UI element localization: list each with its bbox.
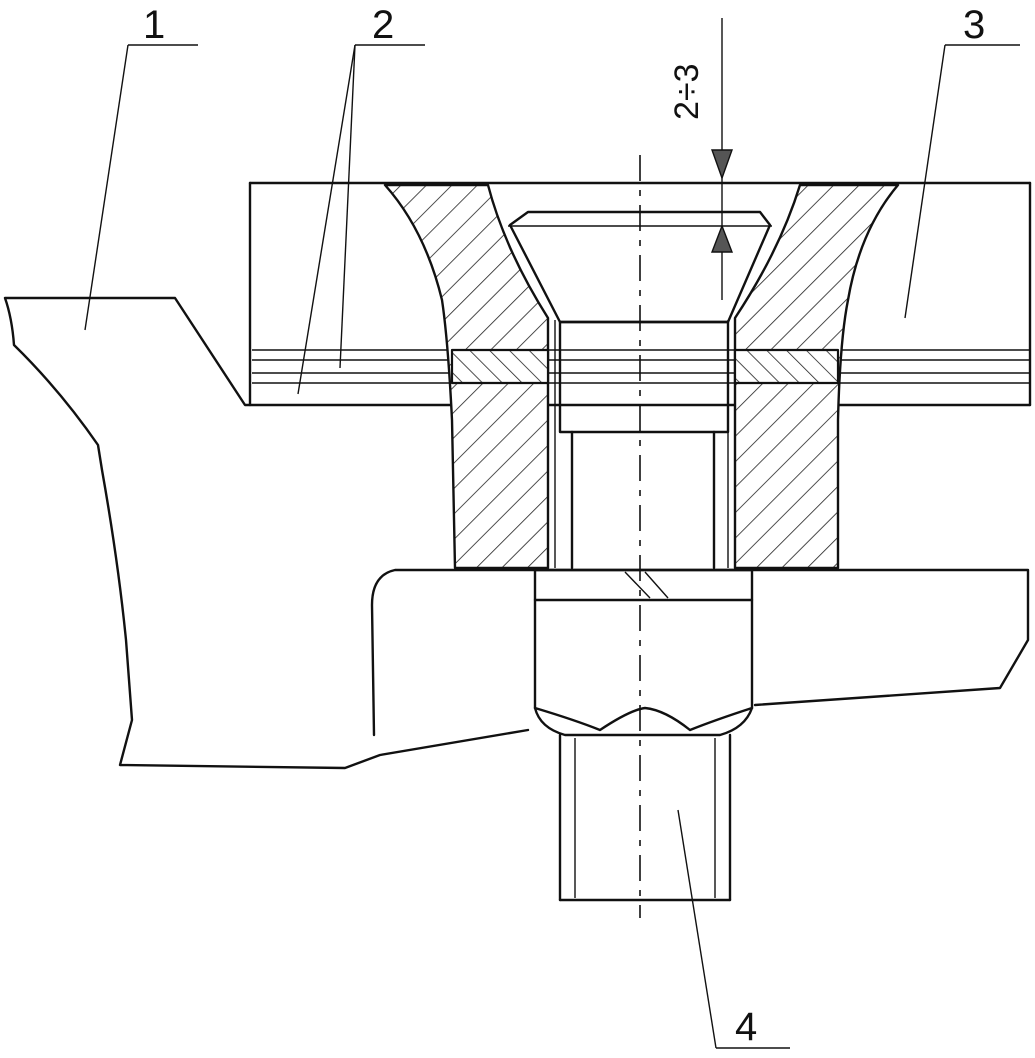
callout-2-label: 2 bbox=[372, 3, 394, 47]
washer-seam-left bbox=[450, 348, 550, 385]
callout-1: 1 bbox=[84, 3, 198, 331]
washer-seam-right bbox=[733, 348, 840, 385]
callout-3-label: 3 bbox=[963, 3, 985, 47]
bolt-shank bbox=[558, 320, 730, 570]
callout-4: 4 bbox=[677, 809, 790, 1049]
dimension-arrow-up bbox=[710, 224, 734, 253]
gap-dimension-text: 2÷3 bbox=[668, 64, 706, 120]
callout-1-label: 1 bbox=[143, 3, 165, 47]
lower-flange bbox=[370, 568, 1030, 737]
callout-3: 3 bbox=[904, 3, 1020, 319]
top-plate bbox=[248, 181, 1032, 407]
hex-nut bbox=[533, 568, 754, 737]
callout-4-label: 4 bbox=[735, 1005, 757, 1049]
dimension-arrow-down bbox=[711, 149, 733, 181]
gap-dimension: 2÷3 bbox=[668, 18, 734, 300]
callout-2: 2 bbox=[297, 3, 425, 395]
threaded-end bbox=[558, 733, 732, 902]
